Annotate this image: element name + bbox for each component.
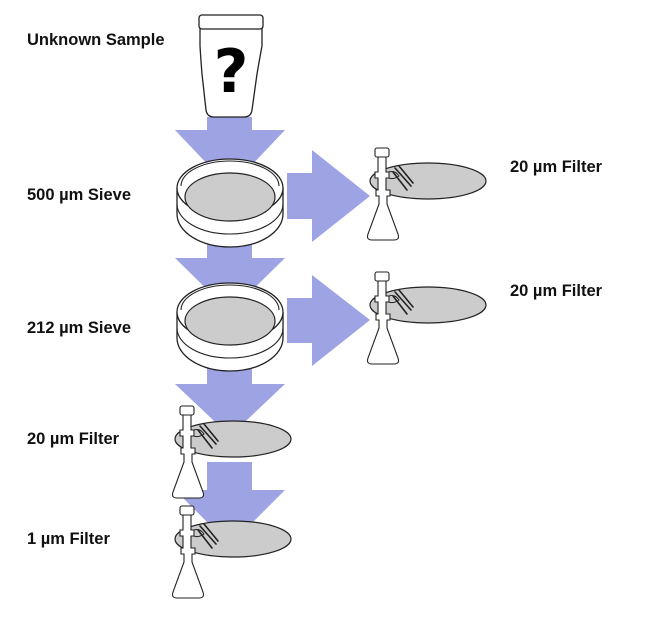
flow-arrow-sample-to-500-sieve bbox=[175, 117, 285, 188]
sample-jar: ? bbox=[198, 14, 264, 118]
label-20-filter: 20 µm Filter bbox=[27, 430, 120, 448]
flow-arrow-500-to-212-sieve bbox=[175, 240, 285, 312]
branch-filter-2 bbox=[366, 271, 487, 365]
sieve-500-bottom-band bbox=[176, 203, 284, 235]
sieve-212-rim-inner bbox=[180, 284, 280, 311]
flow-arrow-212-sieve-to-branch-filter bbox=[287, 275, 370, 366]
sieve-500-mesh bbox=[184, 172, 276, 222]
label-unknown-sample: Unknown Sample bbox=[27, 31, 165, 49]
flow-arrow-500-sieve-to-branch-filter bbox=[287, 150, 370, 242]
sieve-212-bottom-band bbox=[176, 327, 284, 359]
sieve-500-rim-inner bbox=[180, 160, 280, 187]
label-500-sieve: 500 µm Sieve bbox=[27, 186, 131, 204]
flow-arrow-20-filter-to-1-filter bbox=[175, 462, 285, 545]
sieve-500 bbox=[176, 158, 284, 248]
sieve-212-mesh bbox=[184, 296, 276, 346]
label-branch-filter-1: 20 µm Filter bbox=[510, 158, 603, 176]
flow-arrow-212-sieve-to-20-filter bbox=[175, 365, 285, 436]
branch-filter-1 bbox=[366, 147, 487, 241]
label-212-sieve: 212 µm Sieve bbox=[27, 319, 131, 337]
sample-jar-question-mark: ? bbox=[214, 37, 249, 107]
sample-jar-body bbox=[199, 27, 263, 118]
label-branch-filter-2: 20 µm Filter bbox=[510, 282, 603, 300]
sieve-212 bbox=[176, 282, 284, 372]
label-1-filter: 1 µm Filter bbox=[27, 530, 110, 548]
sample-jar-lid bbox=[198, 14, 264, 30]
flow-arrows bbox=[175, 117, 370, 545]
